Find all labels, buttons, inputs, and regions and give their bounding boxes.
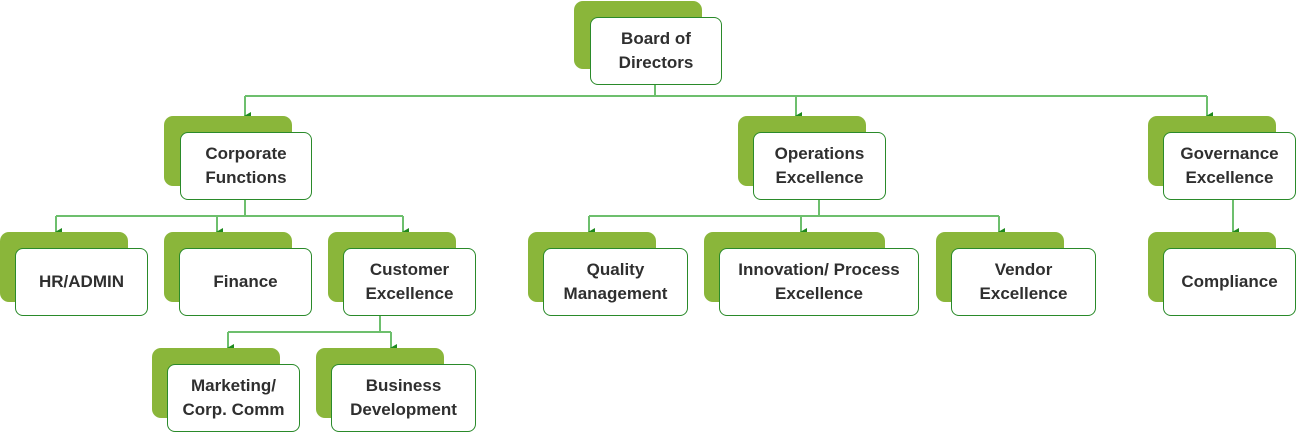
node-label: Vendor Excellence — [951, 248, 1096, 316]
node-label: Finance — [179, 248, 312, 316]
node-label: Governance Excellence — [1163, 132, 1296, 200]
node-label: Customer Excellence — [343, 248, 476, 316]
node-label: HR/ADMIN — [15, 248, 148, 316]
node-label: Business Development — [331, 364, 476, 432]
node-label: Innovation/ Process Excellence — [719, 248, 919, 316]
node-label: Quality Management — [543, 248, 688, 316]
node-label: Compliance — [1163, 248, 1296, 316]
node-label: Operations Excellence — [753, 132, 886, 200]
node-label: Board of Directors — [590, 17, 722, 85]
node-label: Marketing/ Corp. Comm — [167, 364, 300, 432]
node-label: Corporate Functions — [180, 132, 312, 200]
